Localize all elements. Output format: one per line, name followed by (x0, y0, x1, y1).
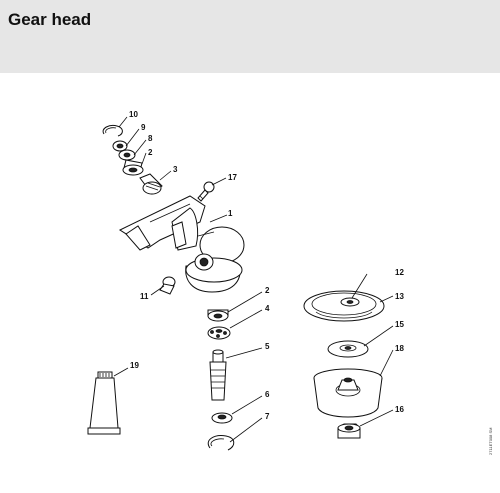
part-19-grease-tube (87, 371, 121, 435)
callout-9: 9 (141, 123, 146, 132)
part-7-circlip (207, 435, 235, 451)
part-2-bearing-lower (207, 309, 229, 322)
callout-1: 1 (228, 209, 233, 218)
callout-11: 11 (140, 292, 149, 301)
callout-4: 4 (265, 304, 270, 313)
part-4-bearing (207, 326, 231, 340)
callout-13: 13 (395, 292, 404, 301)
page-title: Gear head (8, 10, 92, 29)
callout-12: 12 (395, 268, 404, 277)
part-9-nut (112, 140, 128, 152)
part-8-washer (118, 149, 136, 161)
callout-2b: 2 (265, 286, 270, 295)
callout-6: 6 (265, 390, 270, 399)
callout-10: 10 (129, 110, 138, 119)
callout-3: 3 (173, 165, 178, 174)
part-1-gear-housing (118, 195, 245, 293)
part-18-bowl (313, 368, 383, 418)
leader-lines (113, 116, 394, 443)
callout-8: 8 (148, 134, 153, 143)
part-15-thrust-washer (327, 340, 369, 358)
callout-2a: 2 (148, 148, 153, 157)
part-6-bearing (211, 412, 233, 424)
part-5-output-shaft (209, 349, 227, 401)
callout-17: 17 (228, 173, 237, 182)
callout-19: 19 (130, 361, 139, 370)
part-13-cover (303, 290, 385, 322)
header-bar: Gear head (0, 0, 500, 73)
part-10-circlip (102, 125, 123, 137)
part-17-screw (197, 181, 215, 202)
part-12-thrust-plate (340, 297, 360, 307)
callout-15: 15 (395, 320, 404, 329)
callouts: 10 9 8 2 3 17 1 12 13 11 2 4 15 18 5 19 … (129, 110, 404, 421)
callout-18: 18 (395, 344, 404, 353)
callout-7: 7 (265, 412, 270, 421)
callout-16: 16 (395, 405, 404, 414)
part-16-nut (337, 423, 361, 439)
part-2-bearing-upper (122, 159, 144, 176)
part-3-pinion (139, 173, 163, 195)
part-11-plug (159, 276, 176, 295)
drawing-code: 2711ET008 SM (488, 428, 493, 456)
callout-5: 5 (265, 342, 270, 351)
